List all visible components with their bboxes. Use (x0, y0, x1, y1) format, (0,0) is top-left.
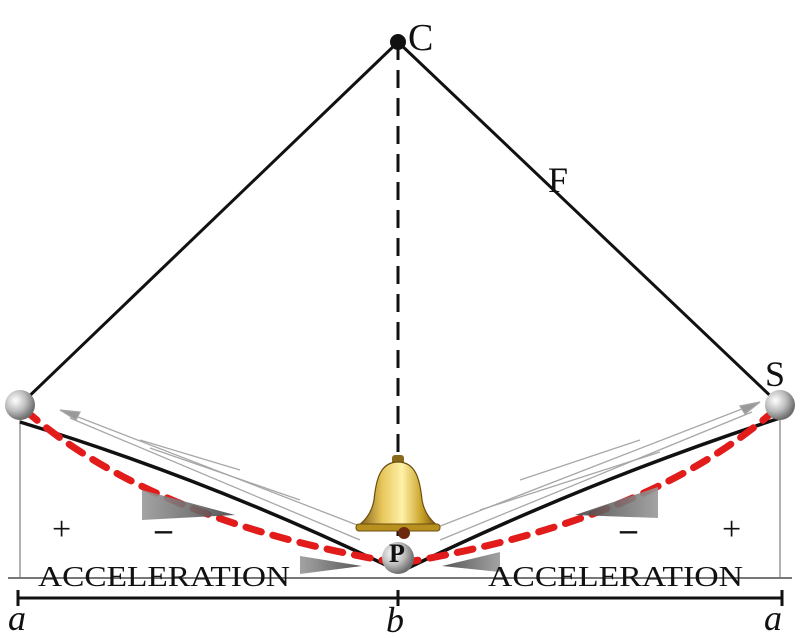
left-acceleration-cone (142, 490, 235, 520)
label-pivot-c: C (408, 17, 433, 59)
bottom-pendulum-ball (382, 542, 414, 574)
right-motion-trail (429, 401, 761, 541)
left-solid-path (19, 420, 393, 570)
left-pendulum-ball (5, 390, 35, 420)
label-left-minus: – (154, 511, 173, 548)
label-left-end-a: a (8, 598, 26, 638)
right-acceleration-cone-bottom (442, 552, 500, 572)
label-bottom-p: P (389, 539, 405, 568)
label-start-s: S (765, 354, 785, 394)
right-string (396, 40, 782, 407)
left-acceleration-cone-bottom (300, 556, 362, 574)
label-right-minus: – (619, 511, 638, 548)
label-right-plus: + (722, 511, 741, 548)
label-right-end-a: a (764, 598, 782, 638)
left-string (18, 40, 400, 407)
label-string-f: F (548, 160, 568, 200)
label-left-plus: + (52, 511, 71, 548)
label-right-acceleration: ACCELERATION (488, 562, 743, 593)
right-acceleration-cone (575, 487, 658, 518)
left-motion-trail (59, 409, 371, 541)
pivot-point (390, 34, 406, 50)
right-solid-path (407, 416, 781, 570)
label-left-acceleration: ACCELERATION (38, 562, 290, 593)
label-center-b: b (386, 600, 404, 638)
bell-icon (355, 455, 441, 539)
right-pendulum-ball (765, 390, 795, 420)
